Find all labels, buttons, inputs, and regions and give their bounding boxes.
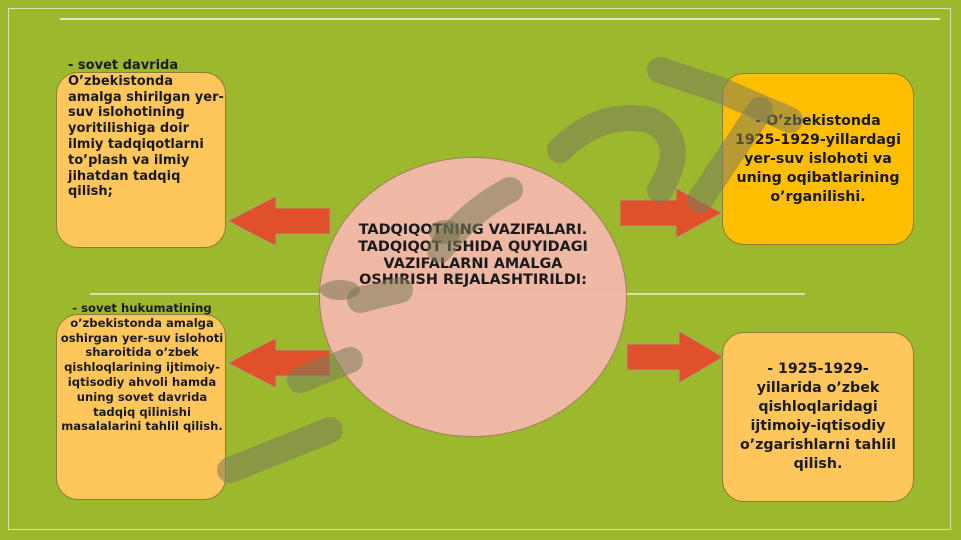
slide-frame xyxy=(8,8,951,530)
center-circle xyxy=(319,157,627,437)
task-text-top-left: - sovet davrida O’zbekistonda amalga shi… xyxy=(68,58,224,200)
task-box-bottom-left: - sovet hukumatining o’zbekistonda amalg… xyxy=(56,301,226,500)
task-box-top-right: - O’zbekistonda 1925-1929-yillardagi yer… xyxy=(722,73,914,245)
arrow-left-top-icon xyxy=(226,196,331,246)
center-title: TADQIQOTNING VAZIFALARI. TADQIQOT ISHIDA… xyxy=(358,222,588,289)
arrow-right-top-icon xyxy=(619,188,724,238)
arrow-left-bottom-icon xyxy=(226,338,331,388)
top-divider xyxy=(60,18,940,20)
task-box-bottom-right: - 1925-1929-yillarida o’zbek qishloqlari… xyxy=(722,332,914,502)
task-text-bottom-right: - 1925-1929-yillarida o’zbek qishloqlari… xyxy=(740,361,896,472)
arrow-right-bottom-icon xyxy=(626,331,724,383)
task-box-top-left: - sovet davrida O’zbekistonda amalga shi… xyxy=(56,58,226,248)
task-text-bottom-left: - sovet hukumatining o’zbekistonda amalg… xyxy=(60,301,224,434)
task-text-top-right: - O’zbekistonda 1925-1929-yillardagi yer… xyxy=(735,112,901,205)
